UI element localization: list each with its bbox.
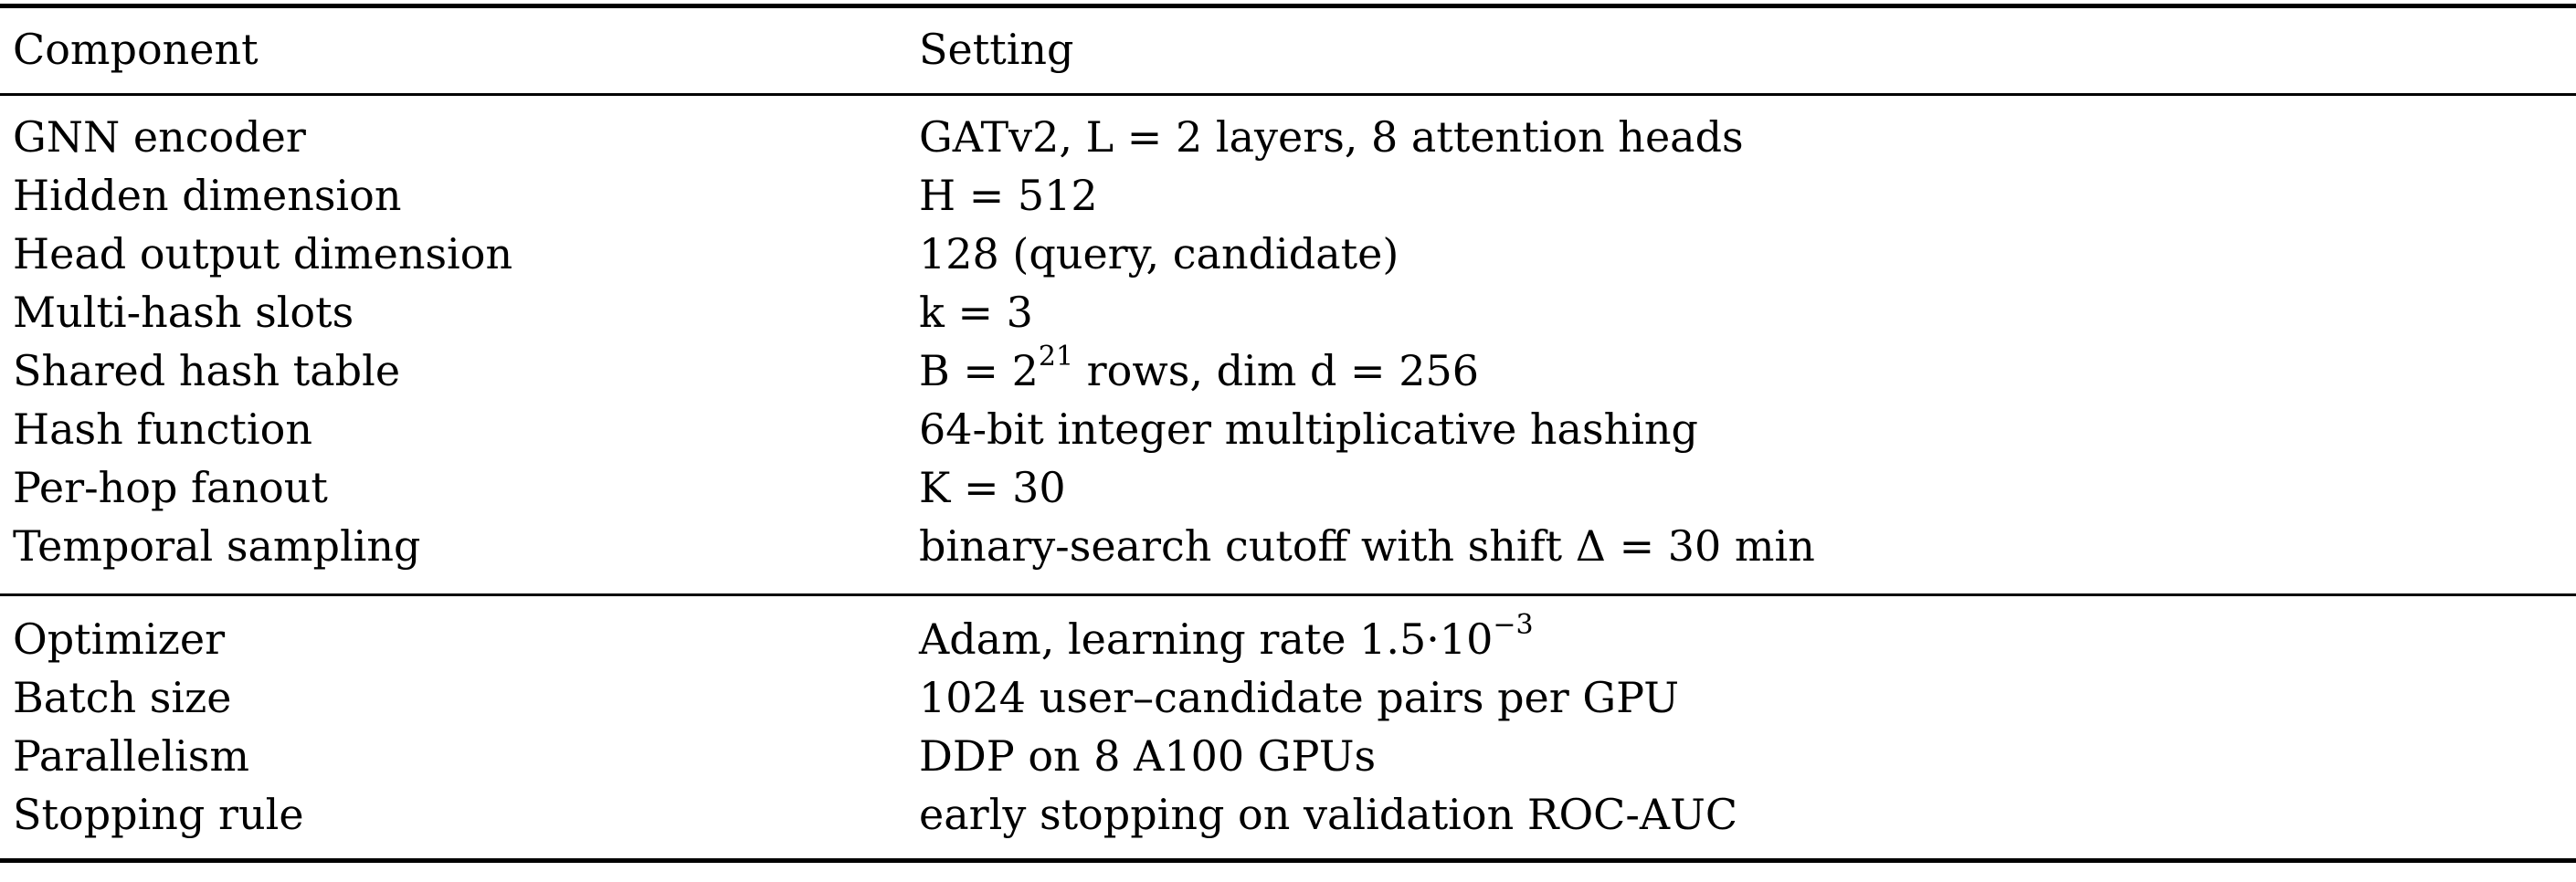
table-row: Hidden dimension H = 512	[0, 166, 2576, 225]
row-setting: 64-bit integer multiplicative hashing	[919, 404, 1698, 454]
table-row: Per-hop fanout K = 30	[0, 458, 2576, 517]
row-setting: k = 3	[919, 288, 1033, 337]
row-setting: DDP on 8 A100 GPUs	[919, 731, 1377, 781]
row-component: Hidden dimension	[13, 171, 402, 220]
row-setting: B = 221 rows, dim d = 256	[919, 340, 1480, 395]
row-setting: H = 512	[919, 171, 1098, 220]
table-row: Head output dimension 128 (query, candid…	[0, 225, 2576, 283]
table-row: Multi-hash slots k = 3	[0, 283, 2576, 341]
row-component: Optimizer	[13, 614, 226, 664]
row-component: Hash function	[13, 404, 312, 454]
table-bottom-rule	[0, 858, 2576, 863]
row-setting: early stopping on validation ROC-AUC	[919, 790, 1738, 839]
row-component: Parallelism	[13, 731, 250, 781]
row-component: Per-hop fanout	[13, 463, 328, 512]
row-setting: Adam, learning rate 1.5·10−3	[919, 608, 1534, 664]
table-row: Batch size 1024 user–candidate pairs per…	[0, 668, 2576, 727]
row-setting: GATv2, L = 2 layers, 8 attention heads	[919, 112, 1744, 162]
row-component: Stopping rule	[13, 790, 304, 839]
table-row: GNN encoder GATv2, L = 2 layers, 8 atten…	[0, 108, 2576, 166]
row-setting: 1024 user–candidate pairs per GPU	[919, 673, 1680, 722]
table-top-rule	[0, 4, 2576, 8]
row-component: Batch size	[13, 673, 232, 722]
header-setting: Setting	[919, 25, 1074, 74]
row-setting: 128 (query, candidate)	[919, 229, 1399, 278]
row-component: GNN encoder	[13, 112, 306, 162]
row-component: Temporal sampling	[13, 521, 421, 571]
table-row: Shared hash table B = 221 rows, dim d = …	[0, 341, 2576, 400]
table-row: Temporal sampling binary-search cutoff w…	[0, 517, 2576, 575]
row-setting: binary-search cutoff with shift Δ = 30 m…	[919, 521, 1815, 571]
table-row: Parallelism DDP on 8 A100 GPUs	[0, 727, 2576, 785]
table-row: Optimizer Adam, learning rate 1.5·10−3	[0, 610, 2576, 668]
table-header-rule	[0, 93, 2576, 96]
row-setting: K = 30	[919, 463, 1066, 512]
row-component: Shared hash table	[13, 346, 401, 395]
header-component: Component	[13, 25, 259, 74]
table-group-rule	[0, 593, 2576, 596]
row-component: Head output dimension	[13, 229, 513, 278]
row-component: Multi-hash slots	[13, 288, 354, 337]
table-row: Hash function 64-bit integer multiplicat…	[0, 400, 2576, 458]
table-row: Stopping rule early stopping on validati…	[0, 785, 2576, 844]
table-header-row: Component Setting	[0, 20, 2576, 79]
